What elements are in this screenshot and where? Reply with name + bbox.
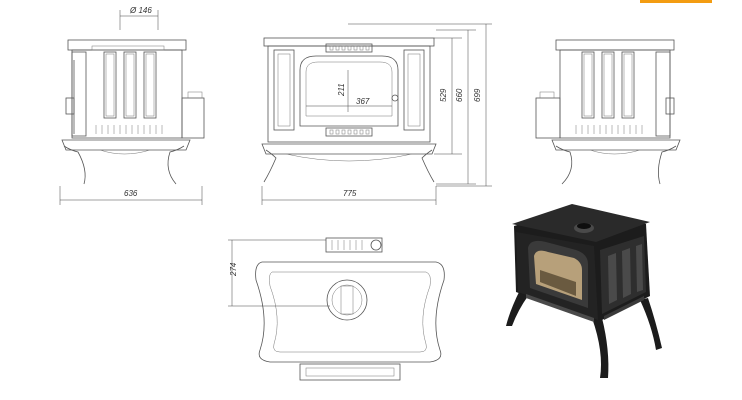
door-height-dimension: 529	[434, 37, 462, 155]
stove-leg-back-right	[640, 298, 662, 350]
stove-3d-render	[506, 204, 662, 378]
total-height-dimension: 699	[348, 23, 492, 187]
flue-diameter-dimension: Ø 146	[119, 6, 159, 30]
body-height-label: 660	[455, 88, 464, 102]
stove-leg-front-right	[592, 318, 609, 378]
firebox-height-label: 211	[337, 83, 346, 97]
right-side-view	[535, 39, 681, 185]
front-view: 211 367 529 660 699	[261, 23, 492, 205]
top-view: 274	[228, 237, 445, 381]
firebox-width-label: 367	[356, 97, 370, 106]
door-height-label: 529	[439, 88, 448, 102]
side-depth-label: 636	[124, 189, 138, 198]
firebox-height-dimension: 211	[337, 70, 349, 112]
left-side-view: Ø 146	[59, 6, 205, 205]
front-width-dimension: 775	[261, 186, 437, 205]
body-height-dimension: 660	[436, 29, 476, 185]
stove-top	[512, 204, 650, 242]
front-width-label: 775	[343, 189, 357, 198]
side-depth-dimension: 636	[59, 186, 203, 205]
top-depth-dimension: 274	[228, 239, 330, 307]
stove-leg-front-left	[506, 290, 528, 326]
top-depth-label: 274	[229, 262, 238, 277]
firebox-width-dimension: 367	[306, 97, 392, 107]
flue-diameter-label: Ø 146	[129, 6, 152, 15]
total-height-label: 699	[473, 88, 482, 102]
orange-accent-bar	[640, 0, 712, 3]
